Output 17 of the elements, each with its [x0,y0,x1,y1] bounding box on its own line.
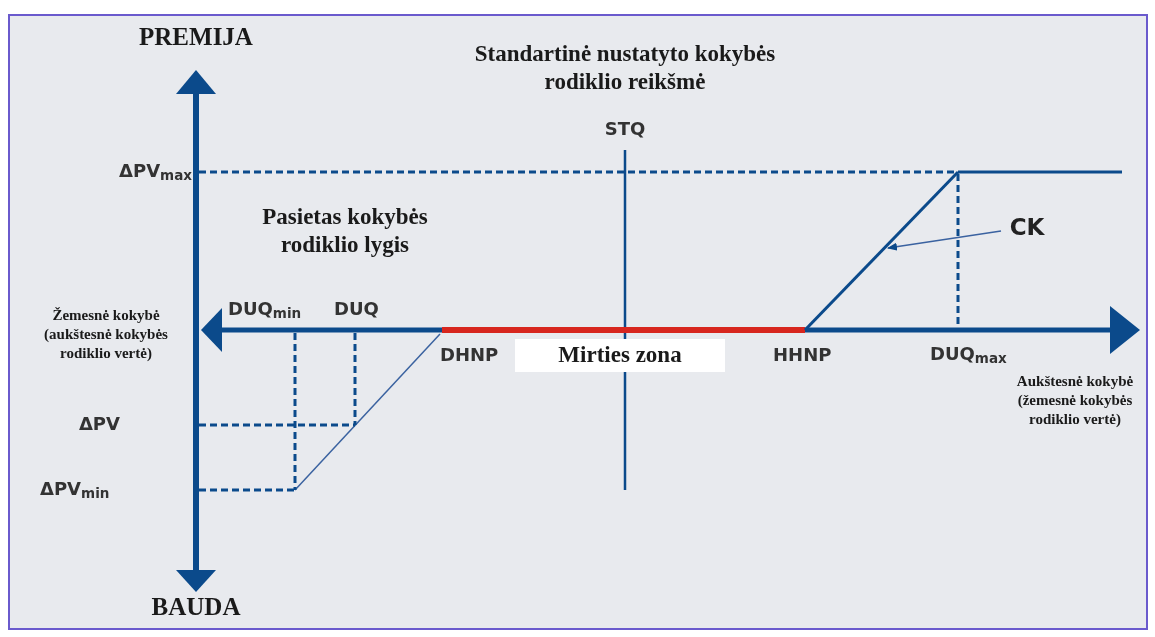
tick-label: ΔPV [77,413,120,435]
curve-label: CK [1003,212,1051,242]
axis-label: BAUDA [150,592,242,622]
annotation-text: Pasietas kokybės rodiklio lygis [261,203,429,259]
axis-label: PREMIJA [138,22,254,52]
leader-line [887,230,1002,251]
point-label: HHNP [773,344,833,366]
tick-label: DUQ$_{min}$ [228,298,303,320]
axis-label: Aukštesnė kokybė (žemesnė kokybės rodiklio vertė) [1015,372,1135,429]
tick-label: DUQ$_{max}$ [930,343,1008,365]
annotation-text: Standartinė nustatyto kokybės rodiklio reikšmė [473,40,777,96]
point-label: DHNP [440,344,500,366]
point-label: STQ [603,118,647,140]
tick-label: ΔPV$_{max}$ [118,160,192,182]
tick-label: DUQ [334,298,380,320]
axis-label: Žemesnė kokybė (aukštesnė kokybės rodiklio vertė) [43,306,169,363]
tick-label: ΔPV$_{min}$ [40,478,111,500]
